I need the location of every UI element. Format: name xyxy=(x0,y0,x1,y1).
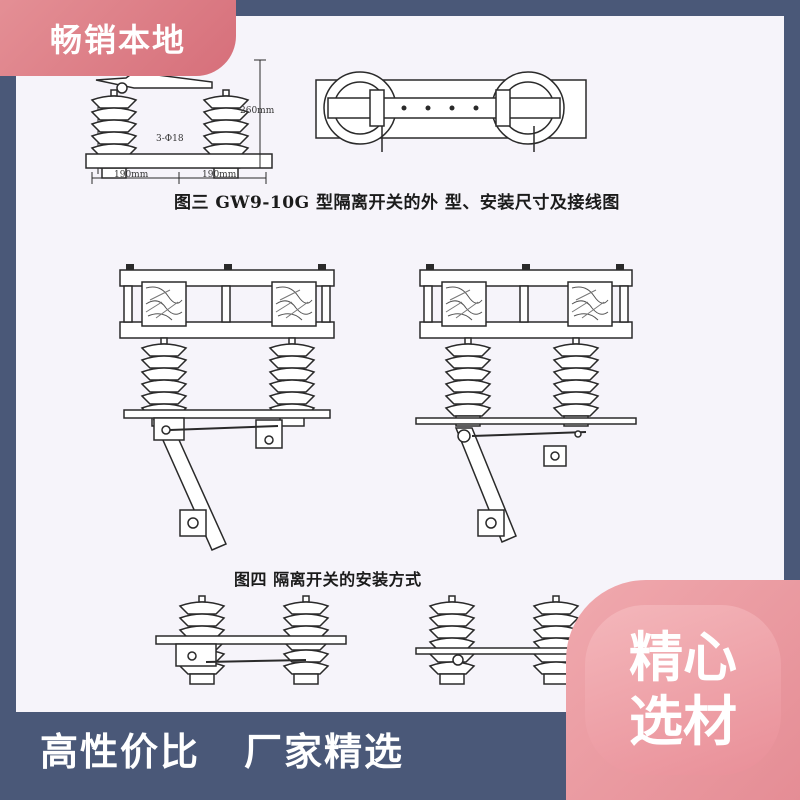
figure4-caption: 图四 隔离开关的安装方式 xyxy=(234,570,422,589)
badge-line1: 精心 xyxy=(629,626,737,689)
dim-height-label: 260mm xyxy=(240,106,275,116)
badge-top-left: 畅销本地 xyxy=(0,0,236,76)
dim-left-label: 190mm xyxy=(114,170,149,180)
slogan-right: 厂家精选 xyxy=(244,729,405,774)
fig3-front-view xyxy=(85,59,273,184)
slogan-left: 高性价比 xyxy=(40,729,201,774)
slogan-bar: 高性价比 厂家精选 xyxy=(40,718,404,778)
badge-bottom-right: 精心 选材 xyxy=(566,580,800,800)
fig-bottom-partial xyxy=(155,595,597,685)
fig4-right-assembly xyxy=(415,264,637,543)
installation-diagram xyxy=(85,59,637,685)
figure3-caption: 图三 GW9-10G 型隔离开关的外 型、安装尺寸及接线图 xyxy=(174,193,620,213)
badge-bottom-right-inner: 精心 选材 xyxy=(585,605,781,775)
dim-hole-label: 3-Φ18 xyxy=(156,134,184,144)
badge-line2: 选材 xyxy=(629,690,737,753)
diagram-sheet: 260mm 3-Φ18 190mm 190mm 图三 GW9-10G 型隔离开关… xyxy=(16,16,784,712)
dim-right-label: 190mm xyxy=(202,170,237,180)
fig4-left-assembly xyxy=(119,264,335,551)
fig3-top-view xyxy=(315,71,587,152)
